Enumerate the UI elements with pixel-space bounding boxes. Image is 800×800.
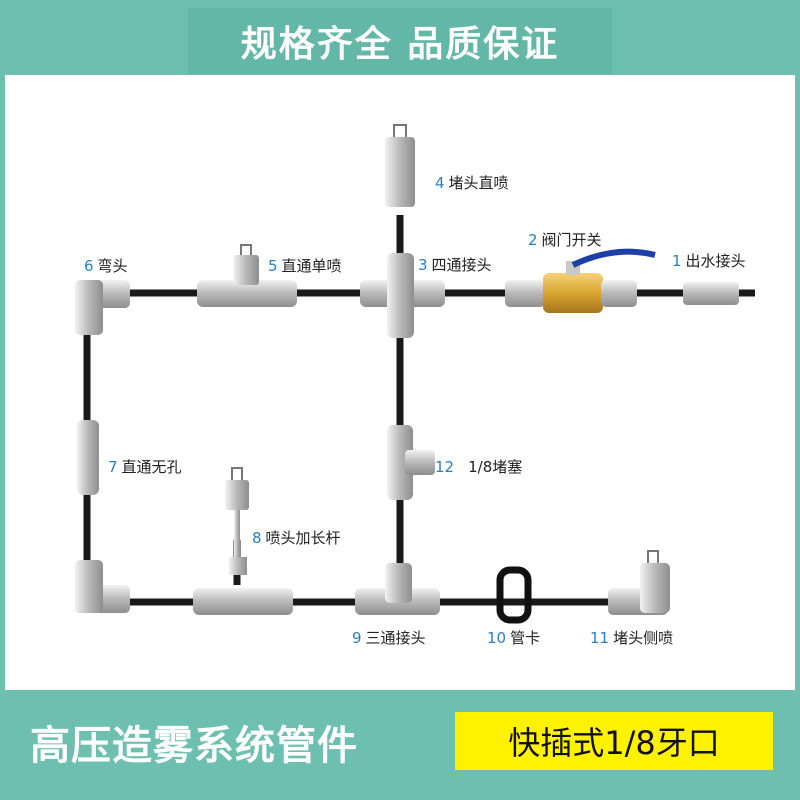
- straight-single-nozzle-fitting: [197, 244, 297, 307]
- pipe-system-diagram: [75, 124, 755, 624]
- plug-side-nozzle: [608, 550, 670, 615]
- elbow-fitting-bottom: [75, 560, 130, 613]
- tee-fitting: [355, 563, 440, 615]
- cross-fitting: [360, 253, 445, 338]
- ball-valve: [505, 248, 656, 313]
- footer-title: 高压造雾系统管件: [30, 723, 358, 769]
- tee-fitting-left: [193, 588, 293, 615]
- straight-connector: [77, 420, 99, 495]
- pipe-clip: [496, 566, 532, 624]
- footer-badge-text: 快插式1/8牙口: [508, 724, 720, 762]
- plug-straight-nozzle: [385, 124, 415, 207]
- outlet-connector: [683, 282, 739, 305]
- footer-badge: 快插式1/8牙口: [455, 712, 773, 770]
- top-banner: 规格齐全 品质保证: [188, 8, 612, 74]
- nozzle-extension-rod: [225, 467, 249, 575]
- tee-plug-fitting: [387, 425, 435, 500]
- elbow-fitting-top: [75, 280, 130, 335]
- header-title: 规格齐全 品质保证: [240, 24, 560, 65]
